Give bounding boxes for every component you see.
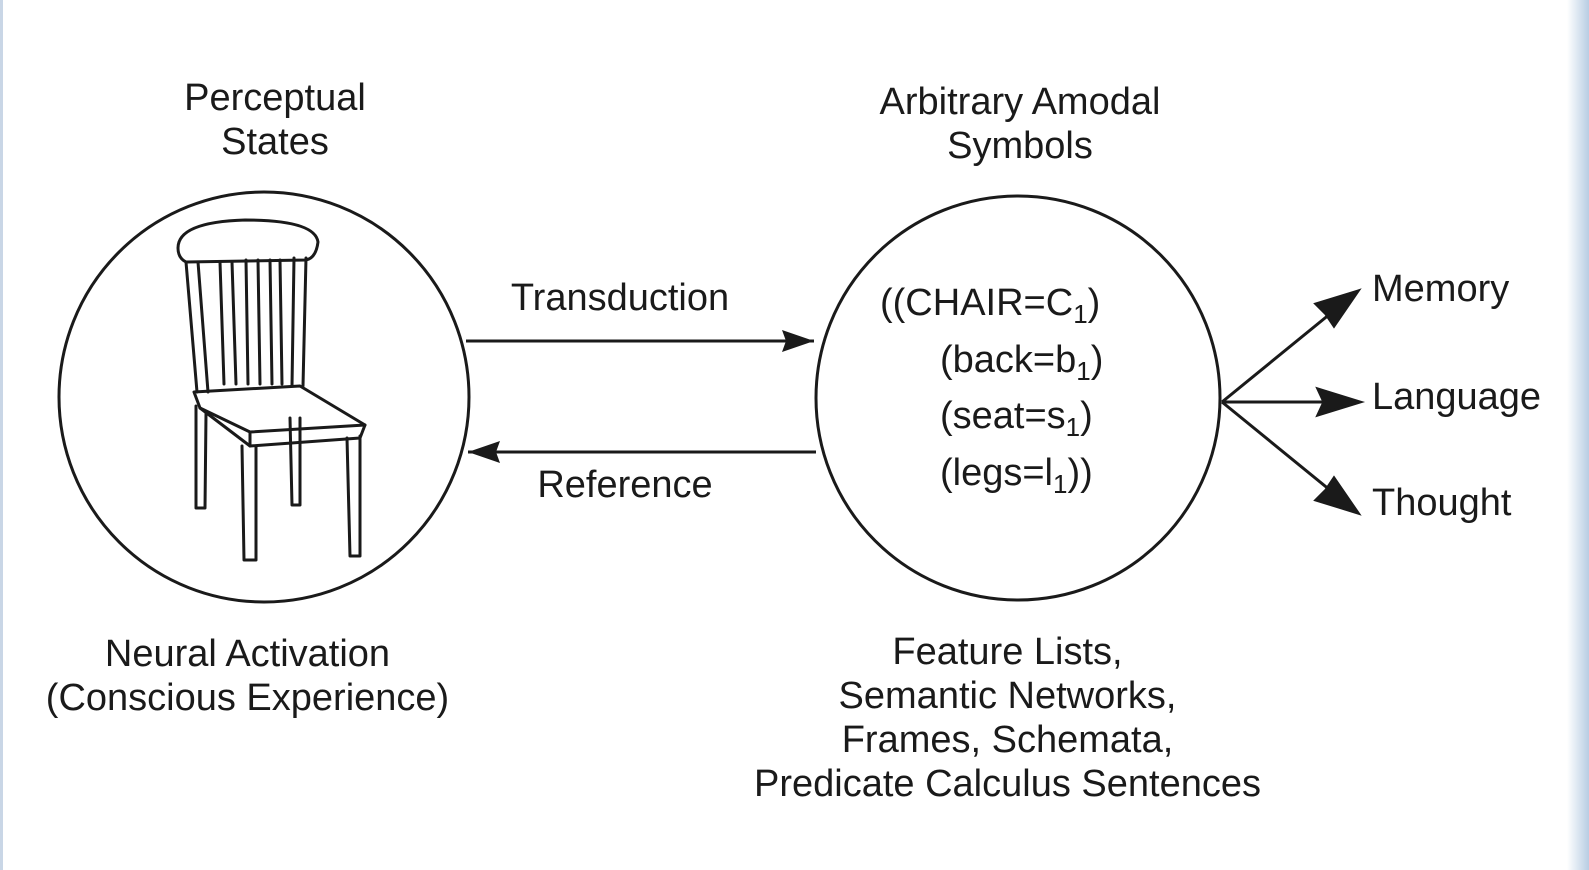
left-title-line-2: States: [221, 121, 329, 163]
output-thought: Thought: [1372, 482, 1512, 524]
output-memory: Memory: [1372, 268, 1510, 310]
output-language: Language: [1372, 376, 1542, 418]
right-title: Arbitrary Amodal Symbols: [860, 80, 1180, 168]
symbol-line-chair: ((CHAIR=C1): [880, 282, 1101, 329]
left-caption-line-2: (Conscious Experience): [45, 677, 450, 719]
symbols-circle: [814, 194, 1222, 602]
right-title-line-1: Arbitrary Amodal: [879, 81, 1161, 123]
right-frame-border: [1567, 0, 1589, 870]
symbol-line-back: (back=b1): [940, 339, 1104, 386]
left-title: Perceptual States: [170, 76, 380, 164]
left-title-line-1: Perceptual: [184, 77, 366, 119]
right-title-line-2: Symbols: [947, 125, 1093, 167]
left-caption-line-1: Neural Activation: [104, 633, 391, 675]
reference-arrowhead: [468, 441, 500, 463]
left-caption: Neural Activation (Conscious Experience): [20, 632, 475, 720]
right-caption: Feature Lists, Semantic Networks, Frames…: [720, 630, 1295, 806]
right-caption-line-3: Frames, Schemata,: [841, 719, 1174, 761]
symbol-line-seat: (seat=s1): [940, 395, 1093, 442]
left-frame-border: [0, 0, 3, 870]
chair-icon: [176, 218, 367, 562]
reference-label: Reference: [537, 464, 713, 506]
transduction-arrowhead: [782, 330, 814, 352]
transduction-label: Transduction: [510, 277, 730, 319]
right-caption-line-1: Feature Lists,: [892, 631, 1123, 673]
right-caption-line-2: Semantic Networks,: [838, 675, 1177, 717]
symbol-line-legs: (legs=l1)): [940, 452, 1093, 499]
output-arrows: [1221, 288, 1366, 516]
perceptual-circle: [57, 190, 471, 604]
right-caption-line-4: Predicate Calculus Sentences: [754, 763, 1261, 805]
